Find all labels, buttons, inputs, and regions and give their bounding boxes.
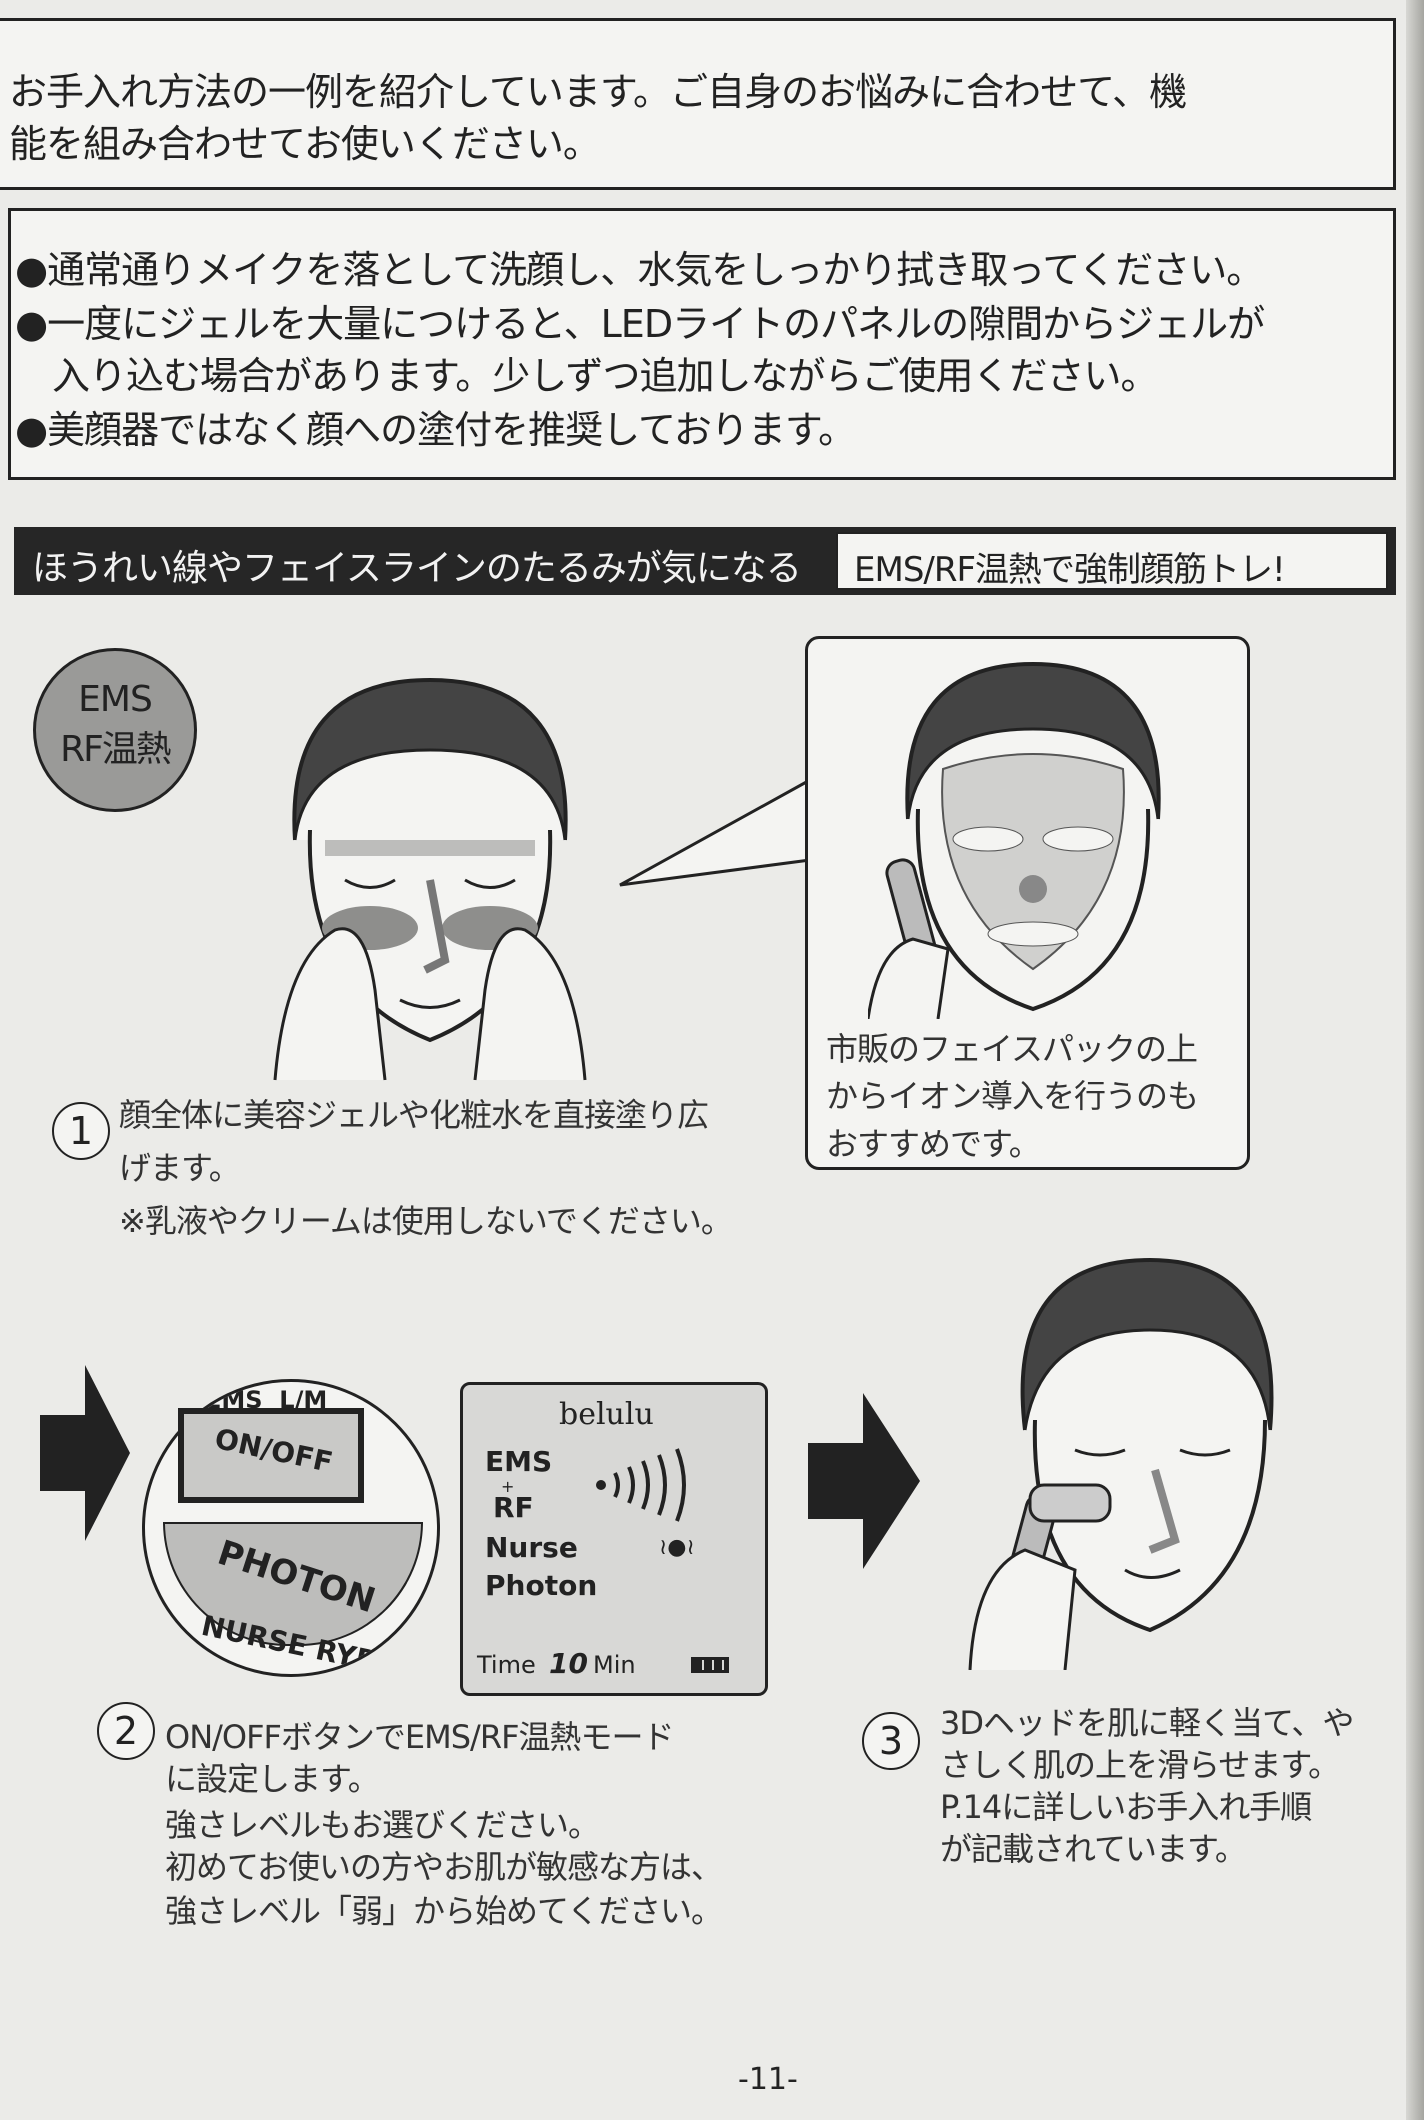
step3-line: 3Dヘッドを肌に軽く当て、や (940, 1704, 1354, 1742)
step2-line: 強さレベルもお選びください。 (165, 1806, 600, 1844)
step3-line: さしく肌の上を滑らせます。 (940, 1746, 1340, 1784)
bubble-line: おすすめです。 (826, 1125, 1041, 1163)
section-subtitle: EMS/RF温熱で強制顔筋トレ! (854, 550, 1286, 590)
intro-line: お手入れ方法の一例を紹介しています。ご自身のお悩みに合わせて、機 (9, 70, 1187, 114)
face-applying-gel-illustration (273, 677, 587, 1081)
step2-line: 強さレベル「弱」から始めてください。 (165, 1892, 723, 1930)
mode-badge: EMS RF温熱 (33, 648, 197, 812)
section-title: ほうれい線やフェイスラインのたるみが気になる (32, 548, 802, 589)
mode-rf: RF (493, 1491, 534, 1524)
section-header: ほうれい線やフェイスラインのたるみが気になる EMS/RF温熱で強制顔筋トレ! (14, 527, 1396, 595)
arrow-right-icon (40, 1365, 130, 1541)
speech-bubble-pointer (619, 778, 811, 887)
notes-box: ●通常通りメイクを落として洗顔し、水気をしっかり拭き取ってください。 ●一度にジ… (8, 208, 1396, 480)
mode-badge-line1: EMS (78, 679, 153, 720)
step3-line: が記載されています。 (940, 1830, 1247, 1868)
time-value: 10 (549, 1647, 588, 1680)
vibration-icon: ≀●≀ (659, 1535, 695, 1560)
mode-plus: + (501, 1477, 515, 1496)
intro-box: お手入れ方法の一例を紹介しています。ご自身のお悩みに合わせて、機 能を組み合わせ… (0, 18, 1396, 190)
note-line: ●一度にジェルを大量につけると、LEDライトのパネルの隙間からジェルが (15, 302, 1265, 346)
step2-number: 2 (97, 1702, 155, 1760)
signal-waves-icon (596, 1448, 686, 1522)
page-edge-shadow (1406, 0, 1424, 2120)
face-mask-illustration (868, 661, 1161, 1019)
arrow-right-icon (808, 1393, 920, 1569)
step1-line: げます。 (119, 1149, 241, 1187)
mode-nurse: Nurse (485, 1531, 578, 1564)
time-label: Time (477, 1651, 536, 1679)
brand-logo: belulu (559, 1397, 654, 1432)
step2-line: ON/OFFボタンでEMS/RF温熱モード (165, 1718, 674, 1756)
step1-line: 顔全体に美容ジェルや化粧水を直接塗り広 (119, 1096, 709, 1134)
time-unit: Min (593, 1651, 636, 1679)
battery-icon (691, 1657, 729, 1673)
intro-line: 能を組み合わせてお使いください。 (9, 122, 601, 166)
step2-line: に設定します。 (165, 1760, 380, 1798)
speech-bubble: 市販のフェイスパックの上 からイオン導入を行うのも おすすめです。 (805, 636, 1250, 1170)
on-off-label: ON/OFF (211, 1421, 336, 1480)
note-line: ●通常通りメイクを落として洗顔し、水気をしっかり拭き取ってください。 (15, 248, 1264, 292)
step1-line: ※乳液やクリームは使用しないでください。 (119, 1202, 733, 1240)
bubble-line: からイオン導入を行うのも (826, 1077, 1199, 1115)
bubble-line: 市販のフェイスパックの上 (826, 1030, 1198, 1068)
note-line: ●美顔器ではなく顔への塗付を推奨しております。 (15, 408, 856, 452)
step3-line: P.14に詳しいお手入れ手順 (940, 1788, 1312, 1826)
on-off-button[interactable]: ON/OFF (178, 1408, 364, 1503)
section-subtitle-box: EMS/RF温熱で強制顔筋トレ! (836, 532, 1388, 590)
face-using-device-illustration (968, 1257, 1274, 1670)
note-line: 入り込む場合があります。少しずつ追加しながらご使用ください。 (15, 354, 1158, 398)
step2-line: 初めてお使いの方やお肌が敏感な方は、 (165, 1848, 723, 1886)
mode-ems: EMS (485, 1445, 553, 1478)
mode-photon: Photon (485, 1569, 598, 1602)
page-number: -11- (738, 2062, 798, 2097)
step3-number: 3 (862, 1712, 920, 1770)
step1-number: 1 (52, 1102, 110, 1160)
device-display: belulu EMS + RF Nurse Photon ≀●≀ Time 10… (460, 1382, 768, 1696)
mode-badge-line2: RF温熱 (60, 729, 172, 770)
